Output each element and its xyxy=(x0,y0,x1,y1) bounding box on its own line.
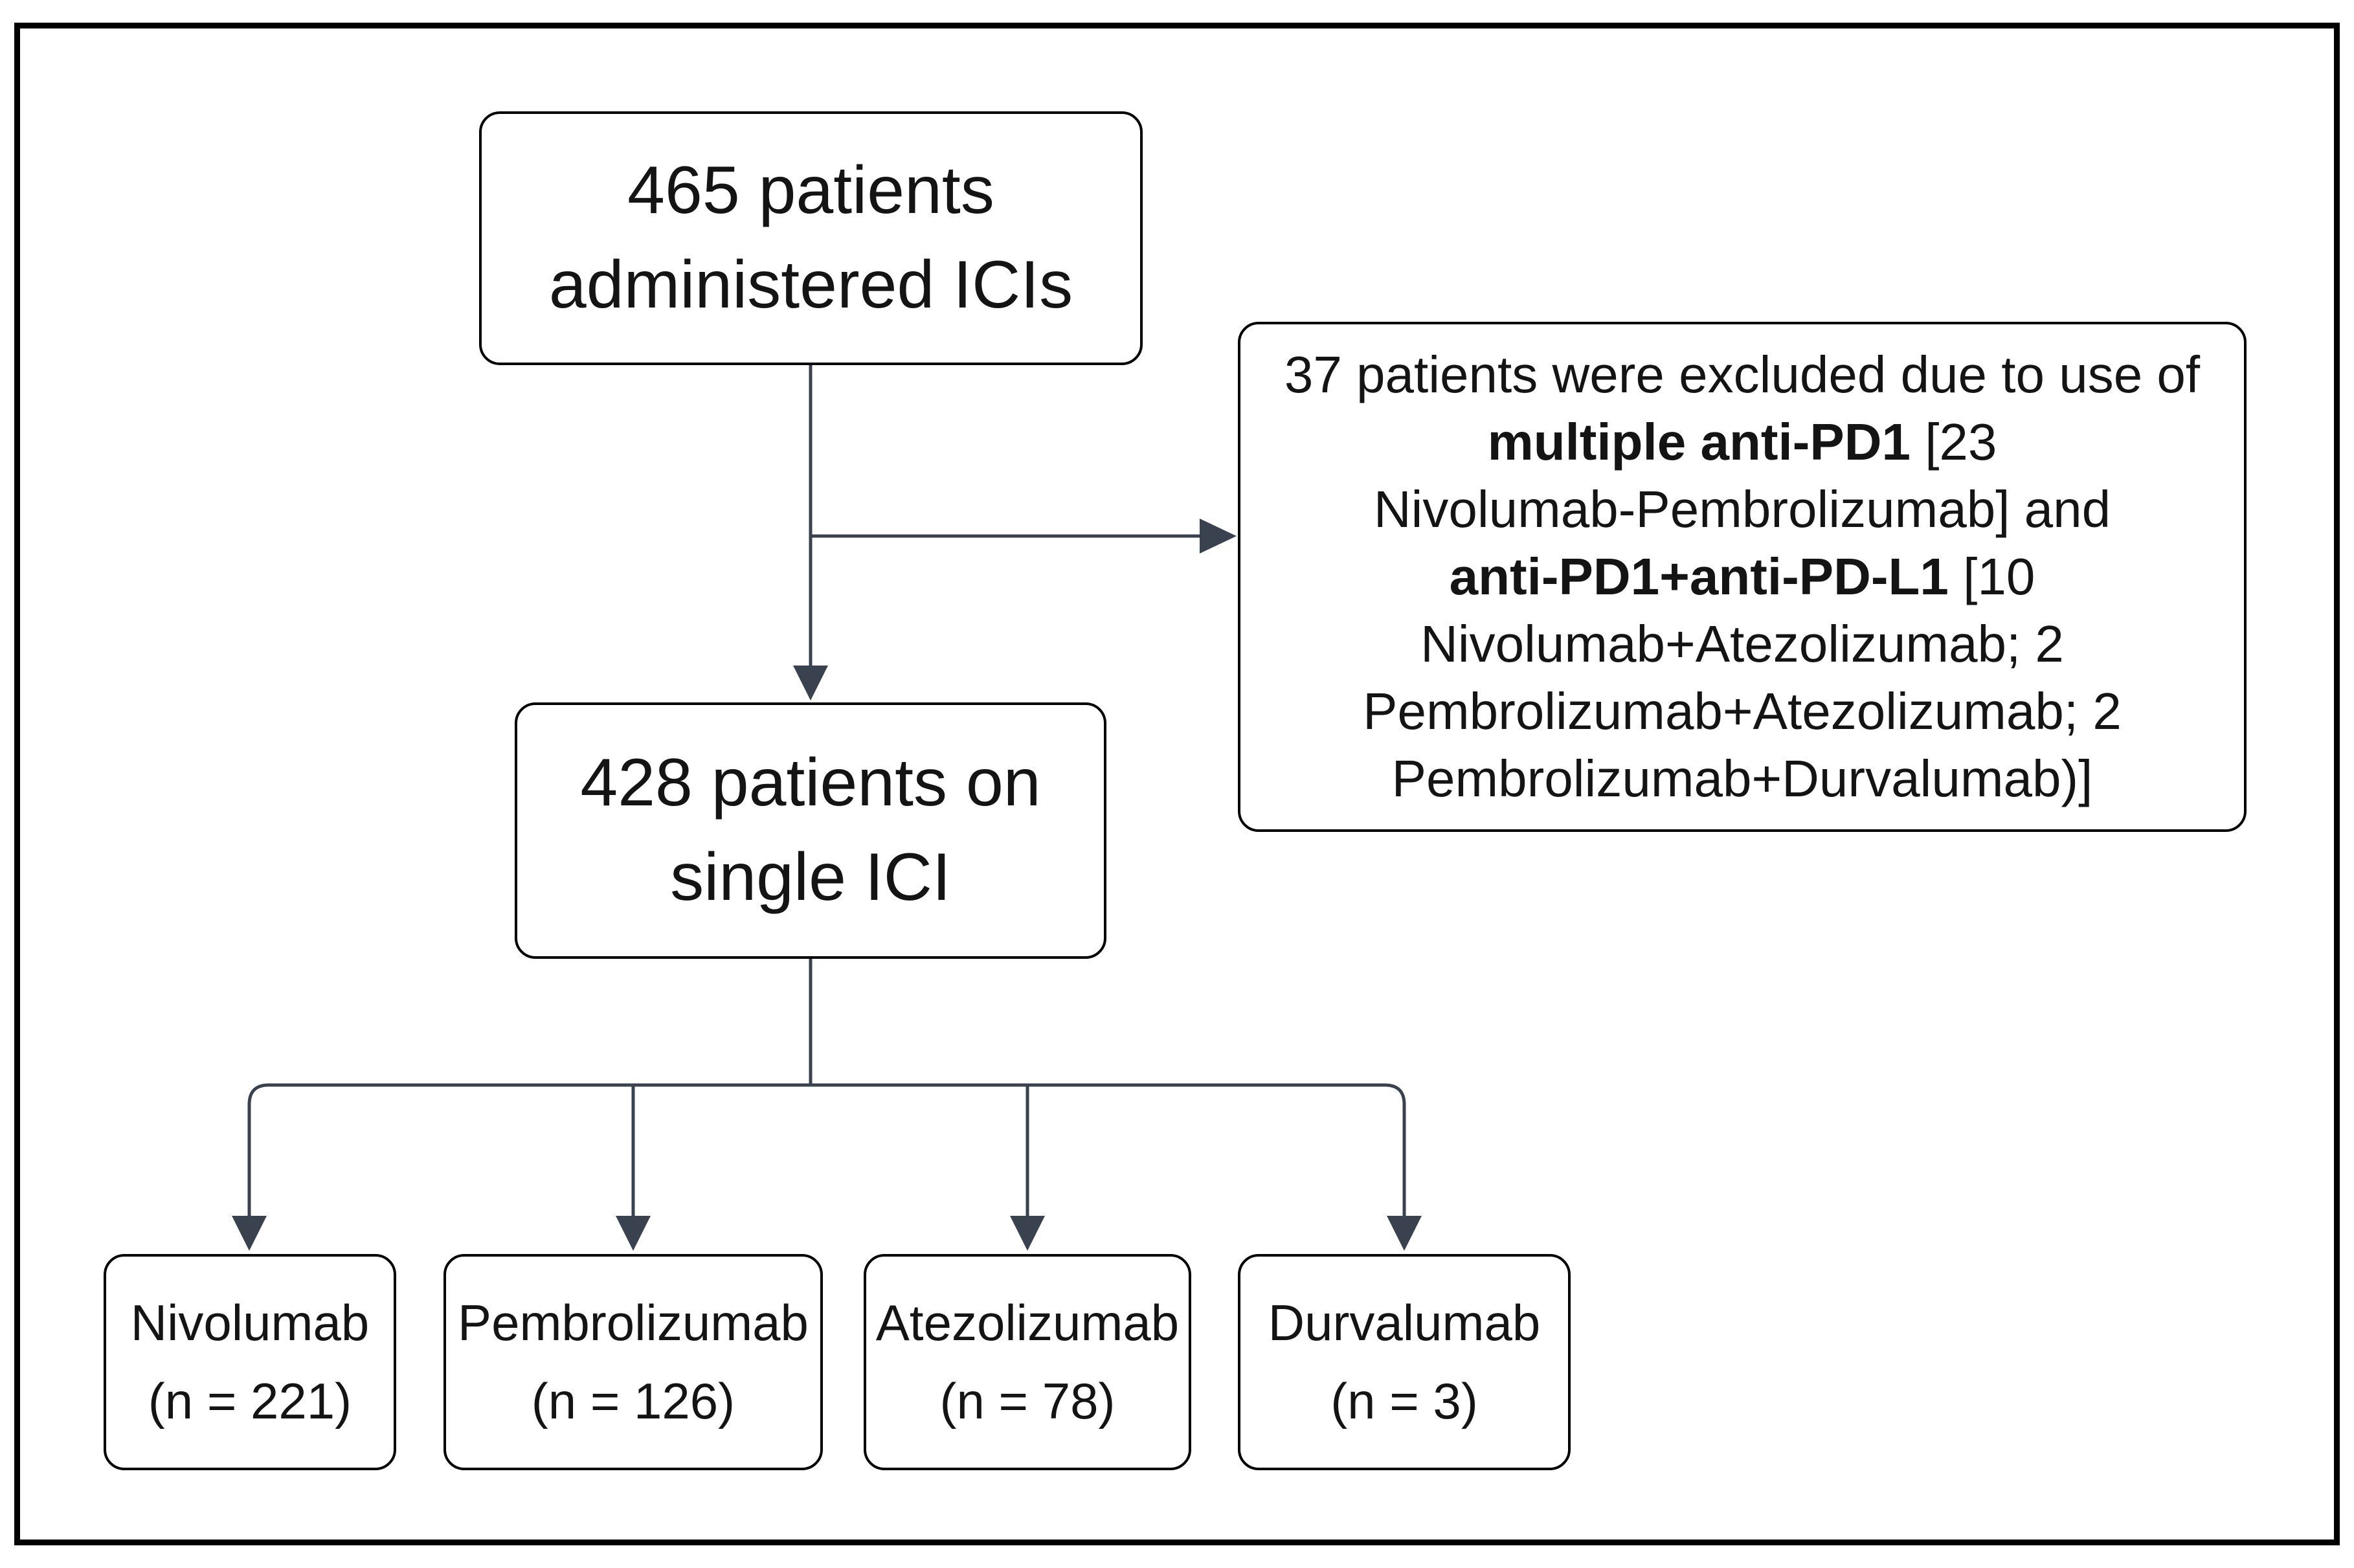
box-pembrolizumab-text: Pembrolizumab (n = 126) xyxy=(458,1284,809,1440)
arrow-down-icon xyxy=(1010,1216,1045,1251)
arrow-down-icon xyxy=(232,1216,267,1251)
excluded-line-2: multiple anti-PD1 [23 xyxy=(1284,409,2200,476)
excluded-line-2-rest: [23 xyxy=(1910,413,1997,471)
box-excluded-patients: 37 patients were excluded due to use of … xyxy=(1238,322,2247,832)
drug-name: Nivolumab xyxy=(130,1294,370,1352)
drug-count: (n = 3) xyxy=(1330,1372,1478,1429)
box-single-text: 428 patients on single ICI xyxy=(580,736,1040,924)
arrow-down-icon xyxy=(1387,1216,1422,1251)
drug-count: (n = 126) xyxy=(531,1372,735,1429)
drug-count: (n = 78) xyxy=(939,1372,1115,1429)
excluded-line-4: anti-PD1+anti-PD-L1 [10 xyxy=(1284,543,2200,610)
box-durvalumab-text: Durvalumab (n = 3) xyxy=(1268,1284,1541,1440)
box-nivolumab: Nivolumab (n = 221) xyxy=(104,1254,396,1470)
drug-name: Pembrolizumab xyxy=(458,1294,809,1352)
box-single-ici: 428 patients on single ICI xyxy=(515,702,1106,959)
drug-name: Durvalumab xyxy=(1268,1294,1541,1352)
box-nivolumab-text: Nivolumab (n = 221) xyxy=(131,1284,369,1440)
drug-name: Atezolizumab xyxy=(875,1294,1180,1352)
box-atezolizumab-text: Atezolizumab (n = 78) xyxy=(876,1284,1179,1440)
box-durvalumab: Durvalumab (n = 3) xyxy=(1238,1254,1571,1470)
excluded-line-1: 37 patients were excluded due to use of xyxy=(1284,346,2201,403)
box-excluded-text: 37 patients were excluded due to use of … xyxy=(1284,341,2200,812)
excluded-line-4-rest: [10 xyxy=(1948,548,2035,605)
arrow-right-icon xyxy=(1200,519,1237,554)
arrow-down-icon xyxy=(793,666,828,700)
single-line-2: single ICI xyxy=(670,840,951,915)
box-atezolizumab: Atezolizumab (n = 78) xyxy=(864,1254,1191,1470)
excluded-bold-anti-pd1-anti-pd-l1: anti-PD1+anti-PD-L1 xyxy=(1449,548,1949,605)
excluded-line-6: Pembrolizumab+Atezolizumab; 2 xyxy=(1363,682,2122,740)
box-pembrolizumab: Pembrolizumab (n = 126) xyxy=(443,1254,823,1470)
arrow-down-icon xyxy=(616,1216,651,1251)
branch-bar xyxy=(247,1083,1406,1216)
excluded-line-7: Pembrolizumab+Durvalumab)] xyxy=(1391,750,2093,807)
box-total-text: 465 patients administered ICIs xyxy=(549,144,1073,332)
total-line-2: administered ICIs xyxy=(548,247,1073,322)
excluded-line-3: Nivolumab-Pembrolizumab] and xyxy=(1373,480,2111,538)
excluded-bold-multiple-anti-pd1: multiple anti-PD1 xyxy=(1487,413,1911,471)
drug-count: (n = 221) xyxy=(148,1372,352,1429)
excluded-line-5: Nivolumab+Atezolizumab; 2 xyxy=(1420,615,2064,673)
box-total-patients: 465 patients administered ICIs xyxy=(479,111,1143,365)
outer-frame xyxy=(14,23,2340,1545)
total-line-1: 465 patients xyxy=(627,153,994,229)
single-line-1: 428 patients on xyxy=(580,745,1041,821)
